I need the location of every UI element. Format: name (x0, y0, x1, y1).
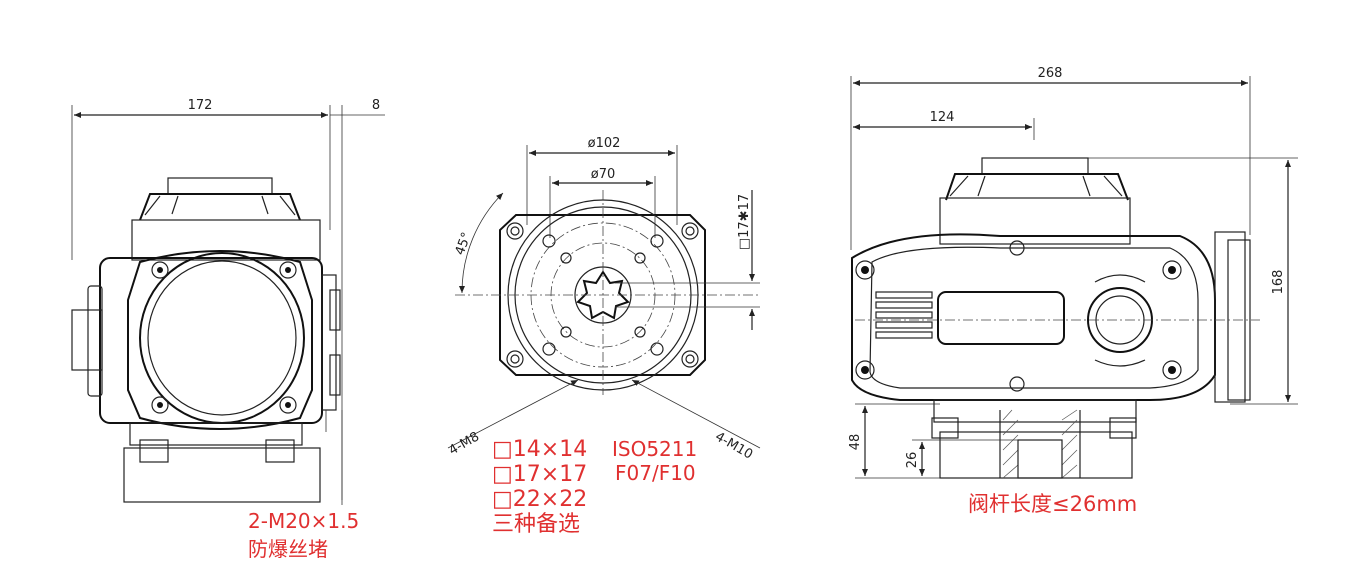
plug-callout-line1: 2-M20×1.5 (248, 509, 359, 533)
option-square-14: □14×14 (492, 437, 587, 462)
dimension-172: 172 8 (71, 98, 385, 500)
flange-view: ø102 ø70 (446, 136, 761, 537)
dimension-dia-102: ø102 (526, 136, 678, 225)
option-square-17: □17×17 (492, 462, 587, 487)
option-square-22: □22×22 (492, 487, 587, 512)
standard-line2: F07/F10 (615, 461, 696, 485)
actuator-body-side (71, 250, 341, 432)
top-cover-front (939, 157, 1131, 245)
dim-total-length-label: 268 (1038, 66, 1063, 81)
dimension-26: 26 (905, 439, 1018, 476)
actuator-body-front (851, 231, 1260, 403)
dimension-48: 48 (848, 403, 940, 479)
stem-length-note: 阀杆长度≤26mm (968, 492, 1137, 516)
standard-line1: ISO5211 (612, 437, 697, 461)
dim-base-height-label: 48 (848, 434, 863, 451)
angle-label: 45° (453, 230, 475, 257)
dim-stem-height-label: 26 (905, 452, 920, 469)
right-view: 268 124 168 (848, 66, 1298, 516)
dimension-168: 168 (1085, 157, 1298, 405)
bolt-left-label: 4-M8 (446, 429, 482, 458)
dimension-268: 268 (850, 66, 1251, 250)
dim-inner-dia-label: ø70 (591, 167, 616, 182)
dim-width-label: 172 (188, 98, 213, 113)
plug-callout-line2: 防爆丝堵 (248, 537, 328, 561)
dimension-square-17: □17✱17 (615, 190, 760, 330)
left-view: 172 8 (71, 98, 385, 561)
dim-height-label: 168 (1271, 270, 1286, 295)
base-mount-front (931, 399, 1137, 479)
dimension-124: 124 (853, 110, 1035, 140)
option-summary: 三种备选 (492, 512, 580, 537)
dim-square-label: □17✱17 (737, 194, 752, 250)
top-cover (131, 177, 321, 261)
dim-offset-label: 8 (372, 98, 380, 113)
dimension-dia-70: ø70 (549, 167, 656, 238)
dim-outer-dia-label: ø102 (588, 136, 621, 151)
base-mount-side (123, 422, 321, 503)
dim-partial-length-label: 124 (930, 110, 955, 125)
